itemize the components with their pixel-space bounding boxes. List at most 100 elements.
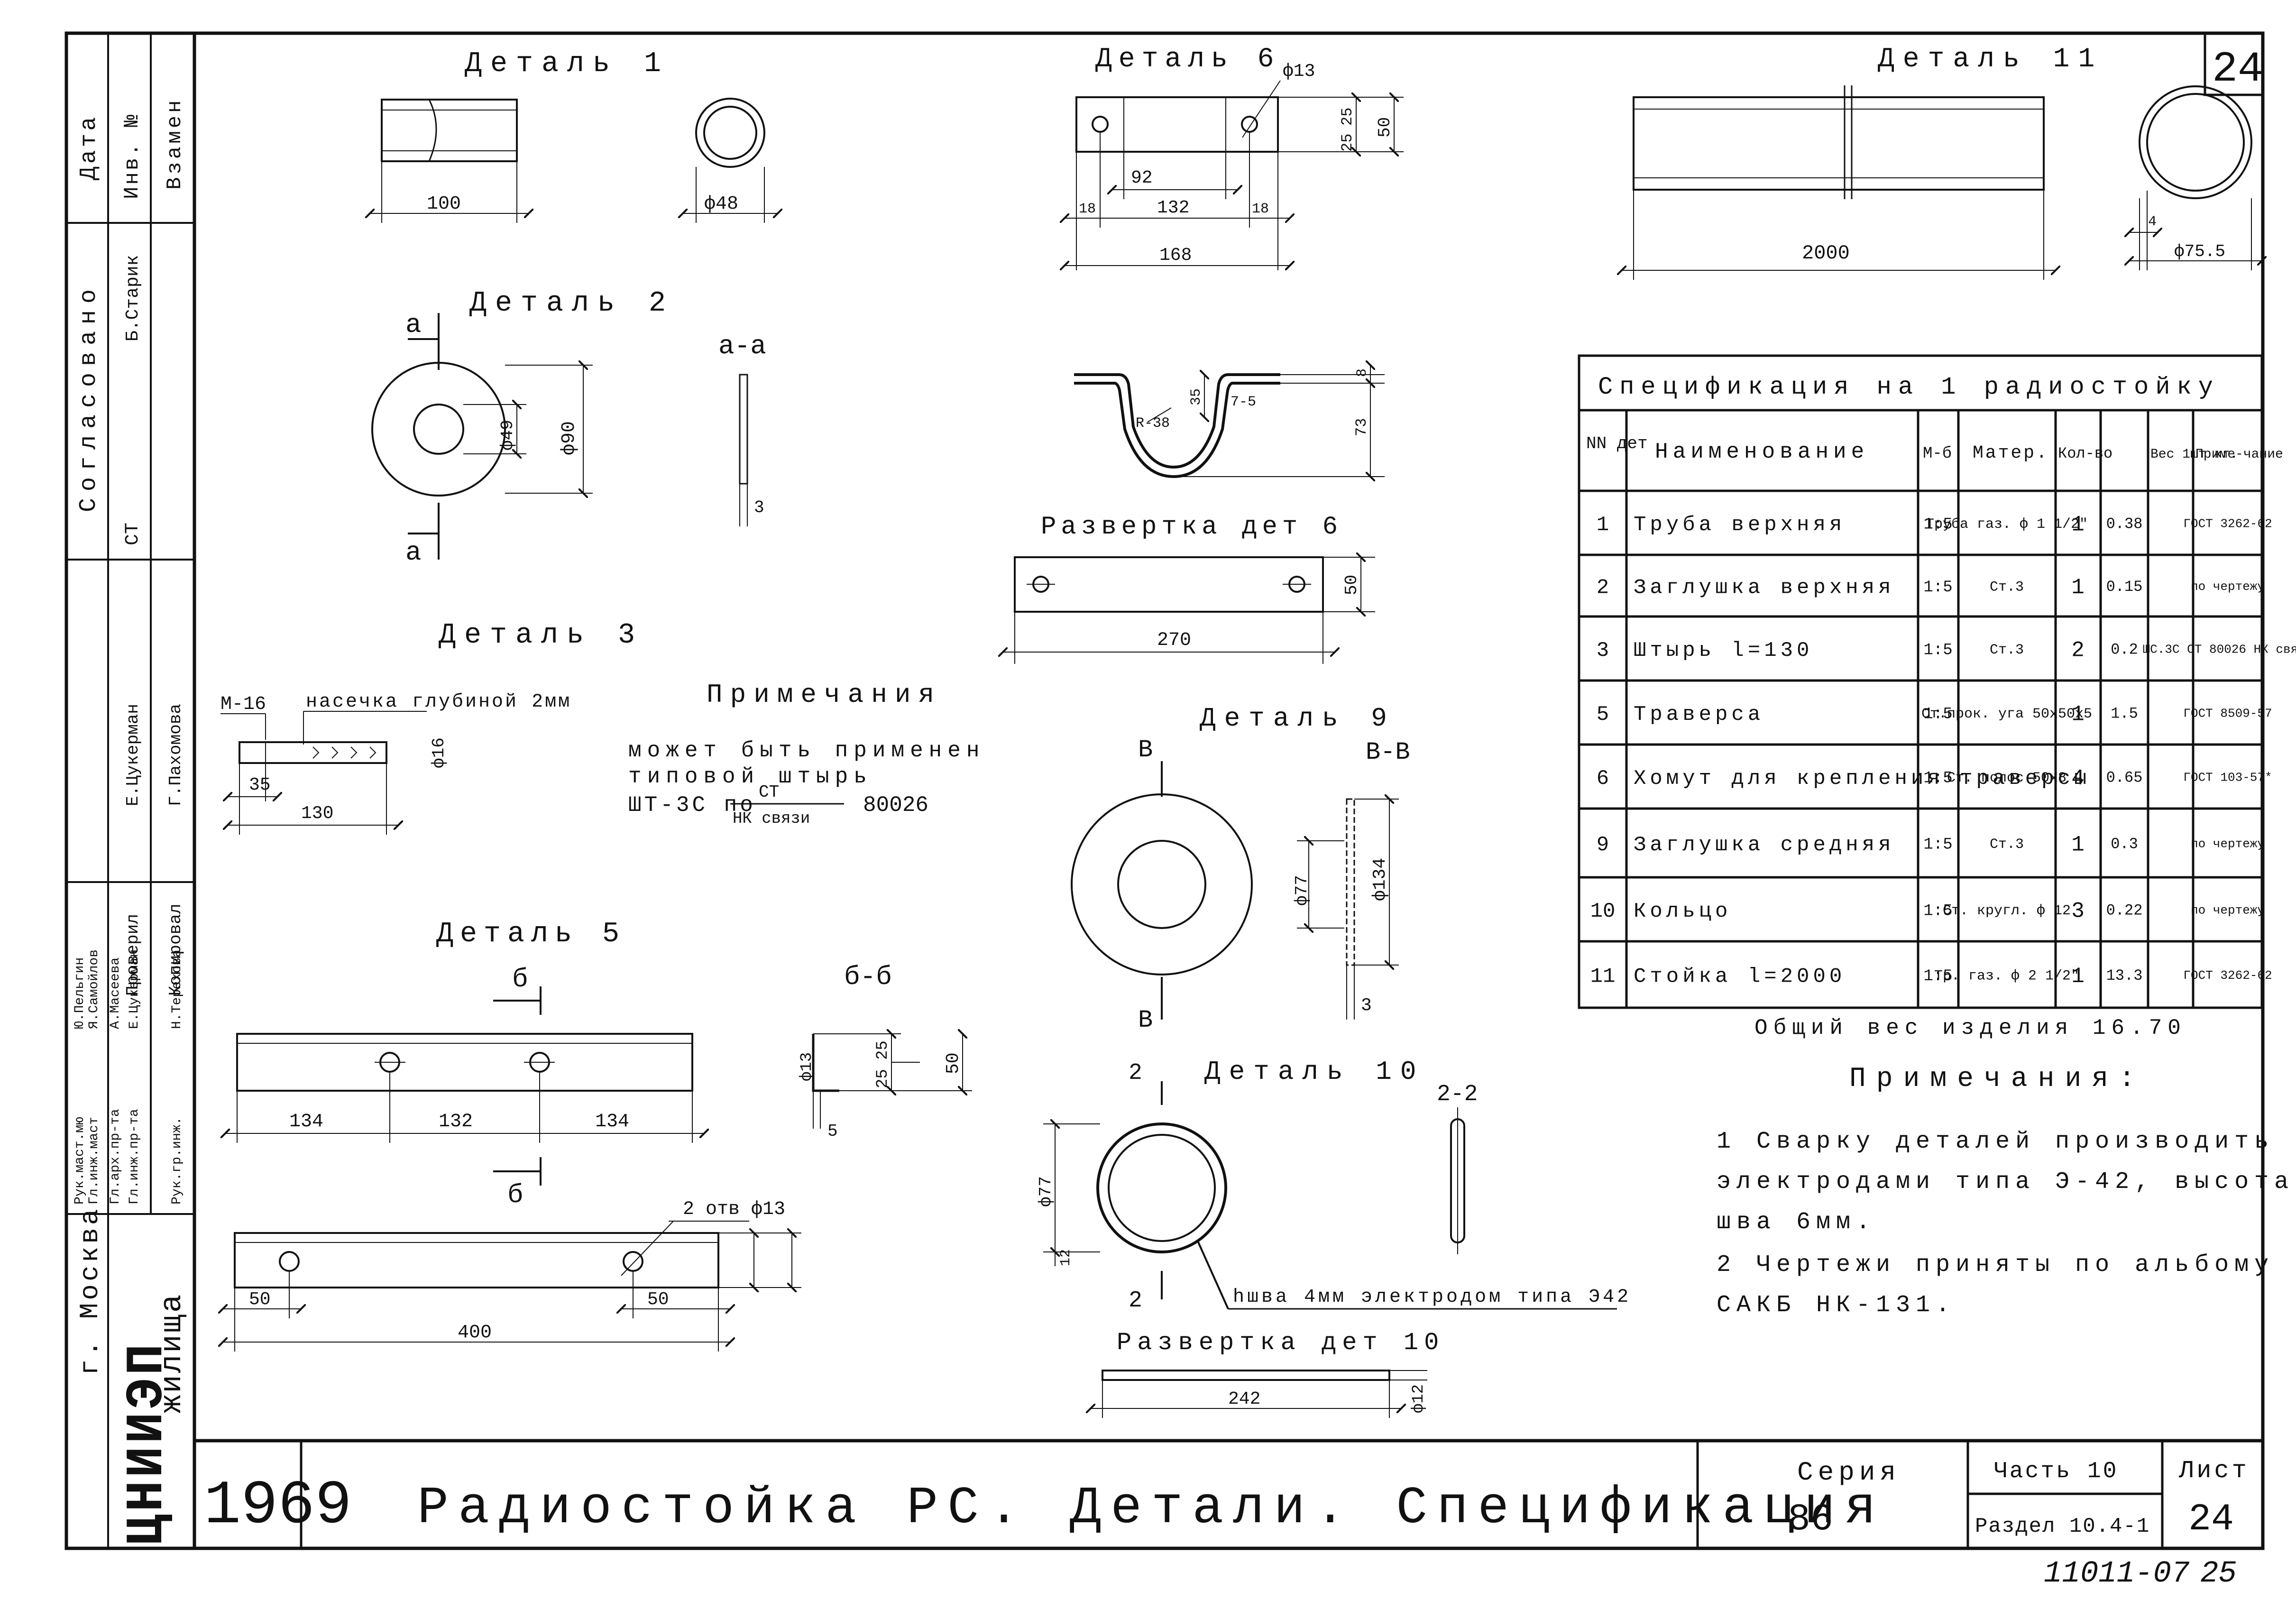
section-label: Раздел 10.4-1: [1975, 1515, 2150, 1538]
stamp-date: Дата: [76, 114, 102, 180]
part-label: Часть 10: [1994, 1459, 2118, 1484]
spec-cell: 1.5: [2111, 705, 2138, 723]
notes-right-line-5: САКБ НК-131.: [1717, 1292, 1956, 1319]
detail-3-l1: 35: [249, 775, 271, 795]
detail-10-title: Деталь 10: [1204, 1057, 1424, 1087]
detail-6-r: R-38: [1136, 415, 1170, 432]
spec-cell: ГОСТ 103-57*: [2183, 771, 2272, 785]
spec-cell: Тр. газ. ф 2 1/2": [1934, 968, 2079, 984]
detail-6-v4: 73: [1353, 418, 1370, 436]
spec-cell: Ст.3: [1990, 837, 2024, 853]
notes-right-line-3: шва 6мм.: [1717, 1209, 1876, 1236]
spec-cell: 1:5: [1923, 967, 1952, 985]
spec-cell: 1: [2071, 964, 2085, 989]
detail-2-title: Деталь 2: [469, 287, 674, 320]
detail-5-cut-top: б: [512, 964, 528, 994]
staff-name-4: Е.Цукерман: [127, 949, 142, 1029]
spec-rows: 1 Труба верхняя 1:5 Труба газ. ф 1 1/2" 1 0.3…: [1590, 513, 2296, 989]
detail-10-unfold: Развертка дет 10 242 ф12: [1091, 1329, 1444, 1418]
stamp-replace: Взамен: [163, 98, 187, 190]
spec-cell: Ст.прок. уга 50х50х5: [1921, 706, 2092, 722]
detail-1-len: 100: [427, 193, 461, 215]
stamp-checked-2: Г.Пахомова: [166, 704, 185, 806]
spec-cell: 2: [1597, 576, 1609, 599]
detail-3-thread: М-16: [220, 694, 266, 715]
series-value: 86: [1788, 1498, 1833, 1541]
spec-cell: 11: [1590, 965, 1616, 988]
spec-cell: 1: [2071, 575, 2085, 600]
notes-right-line-4: 2 Чертежи приняты по альбому: [1717, 1251, 2274, 1279]
spec-cell: 0.65: [2106, 769, 2143, 787]
org-dept: жилища: [156, 1293, 190, 1413]
detail-5-title: Деталь 5: [436, 918, 626, 950]
detail-10-dia: ф77: [1036, 1176, 1056, 1207]
spec-cell: Хомут для крепления траверсы: [1634, 767, 2090, 791]
spec-cell: 1:5: [1923, 705, 1952, 723]
detail-6-l-in: 92: [1131, 168, 1153, 188]
detail-5-l3: 134: [595, 1111, 629, 1132]
spec-cell: Ст. полос 50х8: [1947, 770, 2066, 786]
spec-cell: Труба верхняя: [1634, 513, 1846, 537]
detail-5-b1: 50: [249, 1289, 271, 1310]
detail-6-v3: 8: [1354, 368, 1370, 377]
detail-2-section: а-а: [718, 331, 766, 361]
spec-cell: Труба газ. ф 1 1/2": [1926, 516, 2088, 533]
corner-page: 25: [2200, 1557, 2237, 1591]
detail-10-unfold-title: Развертка дет 10: [1117, 1329, 1444, 1357]
detail-5-holes: 2 отв ф13: [683, 1199, 785, 1220]
spec-cell: ШС.3С СТ 80026 НК связи: [2143, 643, 2296, 657]
detail-10-thk: 12: [1058, 1249, 1074, 1266]
staff-name-1: Ю.Пельгин: [73, 957, 87, 1029]
detail-3-l2: 130: [301, 803, 333, 824]
detail-2-dia-out: ф90: [559, 421, 580, 455]
detail-11-len: 2000: [1802, 242, 1850, 265]
spec-cell: 1:5: [1923, 641, 1952, 659]
detail-9-dia-out: ф134: [1370, 858, 1390, 901]
spec-h-scale: М-б: [1923, 445, 1952, 463]
spec-cell: 1:5: [1923, 579, 1952, 597]
staff-role-1: Рук.маст.мю: [73, 1117, 87, 1205]
spec-cell: ГОСТ 8509-57: [2183, 707, 2272, 721]
spec-cell: 5: [1597, 703, 1609, 727]
spec-cell: ГОСТ 3262-62: [2183, 968, 2272, 983]
spec-cell: 6: [1597, 767, 1609, 791]
detail-11-dia: ф75.5: [2174, 242, 2225, 261]
detail-3-dia: ф16: [429, 737, 449, 768]
spec-h-weight: Вес 1шт кг.: [2150, 447, 2238, 462]
detail-5-h2: 25: [874, 1069, 892, 1088]
detail-10-cut-top: 2: [1129, 1060, 1142, 1086]
stamp-inv: Инв. №: [120, 113, 144, 199]
spec-table: Спецификация на 1 радиостойку NN дет Наи…: [1578, 354, 2296, 1040]
staff-role-2: Гл.инж.маст: [87, 1117, 101, 1205]
detail-3-note: насечка глубиной 2мм: [306, 691, 571, 713]
notes-left-frac-top: СТ: [759, 782, 779, 802]
notes-left-line-1: может быть применен: [628, 738, 985, 763]
notes-left-code: 80026: [863, 793, 928, 818]
detail-6-title: Деталь 6: [1095, 44, 1280, 75]
spec-cell: Штырь l=130: [1634, 639, 1813, 662]
notes-right: Примечания: 1 Сварку деталей производить…: [1717, 1064, 2288, 1319]
spec-cell: 0.3: [2111, 836, 2138, 853]
spec-cell: 10: [1590, 900, 1616, 923]
spec-total: Общий вес изделия 16.70: [1754, 1016, 2186, 1040]
spec-cell: Траверса: [1634, 703, 1764, 727]
detail-1-dia: ф48: [704, 193, 738, 215]
detail-10-section: 2-2: [1437, 1082, 1478, 1107]
sheet-label: Лист: [2178, 1457, 2250, 1485]
detail-10-unfold-dia: ф12: [1410, 1384, 1428, 1413]
staff-name-3: А.Масеева: [108, 957, 123, 1029]
spec-cell: Ст. кругл. ф 12: [1943, 903, 2071, 919]
org-logo: ЦНИИЭП: [118, 1341, 177, 1546]
detail-11-thk: 4: [2148, 214, 2157, 230]
spec-cell: 0.38: [2106, 515, 2143, 533]
stamp-role-1: Проверил: [123, 914, 143, 996]
detail-2-cut-top: а: [405, 310, 422, 340]
detail-3: Деталь 3 М-16 насечка глубиной 2мм 35 13…: [220, 619, 643, 835]
detail-6-unfold-title: Развертка дет 6: [1041, 513, 1342, 542]
detail-6: Деталь 6 ф13: [1065, 44, 1404, 477]
detail-3-title: Деталь 3: [439, 619, 643, 652]
detail-5-l2: 132: [439, 1111, 473, 1132]
spec-cell: по чертежу: [2191, 580, 2265, 594]
spec-cell: 1: [1597, 513, 1609, 537]
